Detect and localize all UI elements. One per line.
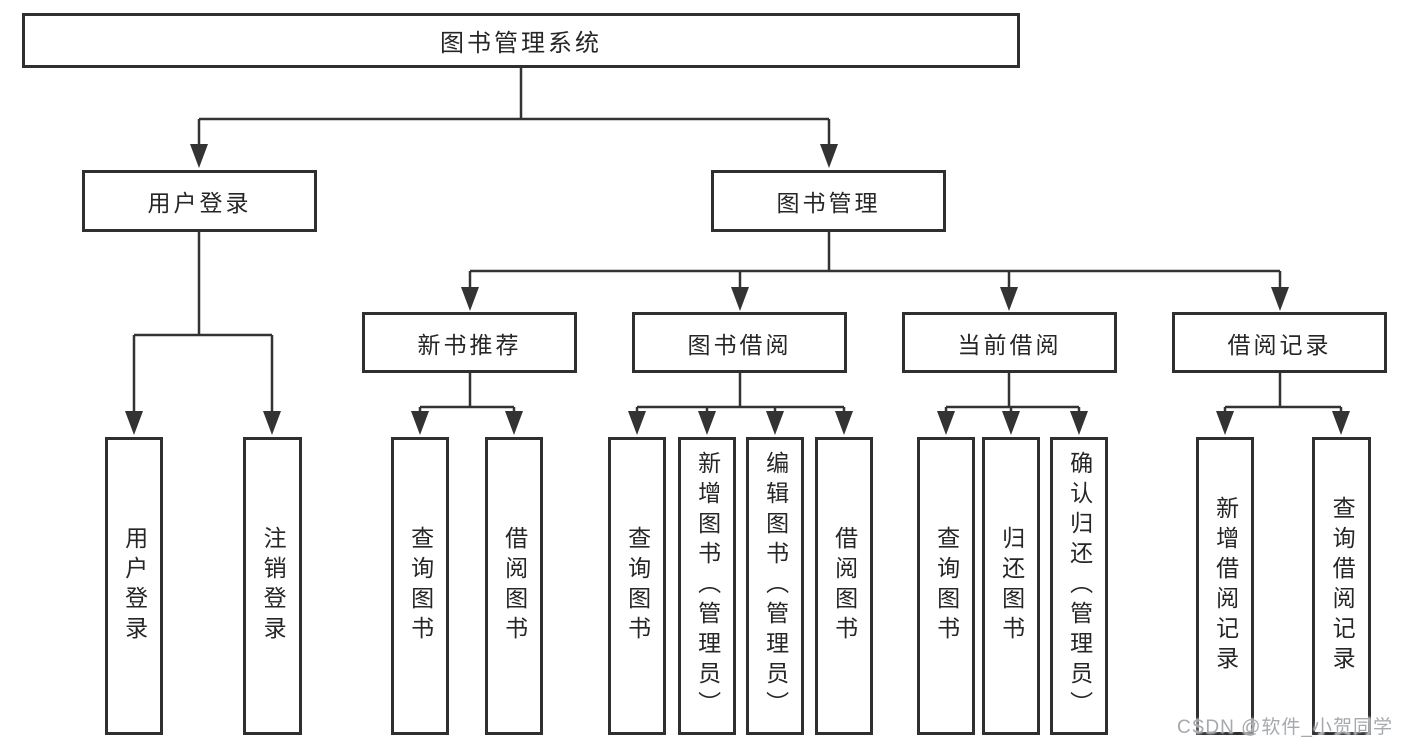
node-borrowing-records: 借阅记录 (1172, 312, 1387, 373)
node-book-borrowing: 图书借阅 (632, 312, 847, 373)
connector-root-to-level2 (197, 68, 831, 148)
node-root: 图书管理系统 (22, 13, 1020, 68)
leaf-current-confirm-return-admin: 确认归还（管理员） (1050, 437, 1108, 735)
node-current-borrowing-label: 当前借阅 (957, 331, 1062, 358)
leaf-user-login: 用户登录 (105, 437, 163, 735)
leaf-newbooks-query-books-label: 查询图书 (407, 526, 434, 646)
leaf-borrow-borrow-books: 借阅图书 (815, 437, 873, 735)
arrowhead (1216, 411, 1234, 435)
arrowhead (1271, 287, 1289, 311)
arrowhead (1002, 411, 1020, 435)
leaf-current-return-books-label: 归还图书 (998, 526, 1025, 646)
leaf-newbooks-borrow-books: 借阅图书 (485, 437, 543, 735)
leaf-records-add-borrow-record-label: 新增借阅记录 (1212, 496, 1239, 676)
arrowhead (125, 411, 143, 435)
arrowhead (1000, 287, 1018, 311)
leaf-current-query-books: 查询图书 (917, 437, 975, 735)
leaf-newbooks-query-books: 查询图书 (391, 437, 449, 735)
node-new-book-recommendation-label: 新书推荐 (417, 331, 522, 358)
connector-records-children (1223, 373, 1343, 416)
leaf-records-query-borrow-record-label: 查询借阅记录 (1329, 496, 1356, 676)
watermark-text: CSDN @软件_小贺同学 (1177, 717, 1393, 738)
node-book-management: 图书管理 (711, 170, 946, 232)
leaf-current-query-books-label: 查询图书 (933, 526, 960, 646)
leaf-logout-login: 注销登录 (243, 437, 302, 735)
arrowhead (628, 411, 646, 435)
connector-new-books-children (418, 373, 516, 416)
arrowhead (1070, 411, 1088, 435)
leaf-newbooks-borrow-books-label: 借阅图书 (501, 526, 528, 646)
node-current-borrowing: 当前借阅 (902, 312, 1117, 373)
connector-user-login-children (132, 232, 274, 416)
node-book-management-label: 图书管理 (776, 190, 881, 216)
node-user-login: 用户登录 (82, 170, 317, 232)
leaf-borrow-edit-books-admin-label: 编辑图书（管理员） (762, 451, 789, 721)
arrowhead (263, 411, 281, 435)
node-root-label: 图书管理系统 (440, 30, 602, 57)
arrowhead (698, 411, 716, 435)
connector-book-borrow-children (635, 373, 846, 416)
arrowhead (766, 411, 784, 435)
leaf-borrow-borrow-books-label: 借阅图书 (831, 526, 858, 646)
arrowhead (820, 144, 838, 168)
arrowhead (411, 411, 429, 435)
leaf-records-add-borrow-record: 新增借阅记录 (1196, 437, 1254, 735)
arrowhead (505, 411, 523, 435)
leaf-records-query-borrow-record: 查询借阅记录 (1312, 437, 1371, 735)
leaf-borrow-query-books: 查询图书 (608, 437, 666, 735)
leaf-borrow-edit-books-admin: 编辑图书（管理员） (746, 437, 804, 735)
arrowhead (937, 411, 955, 435)
arrowheads (125, 144, 1350, 435)
leaf-borrow-query-books-label: 查询图书 (624, 526, 651, 646)
arrowhead (190, 144, 208, 168)
node-user-login-label: 用户登录 (147, 190, 252, 216)
connector-book-mgmt-children (468, 232, 1282, 292)
connector-segments (132, 68, 1343, 416)
leaf-current-return-books: 归还图书 (982, 437, 1040, 735)
arrowhead (835, 411, 853, 435)
leaf-logout-login-label: 注销登录 (260, 526, 287, 646)
leaf-borrow-add-books-admin: 新增图书（管理员） (678, 437, 736, 735)
node-new-book-recommendation: 新书推荐 (362, 312, 577, 373)
node-book-borrowing-label: 图书借阅 (687, 331, 792, 358)
arrowhead (461, 287, 479, 311)
leaf-user-login-label: 用户登录 (121, 526, 148, 646)
arrowhead (731, 287, 749, 311)
leaf-borrow-add-books-admin-label: 新增图书（管理员） (694, 451, 721, 721)
arrowhead (1332, 411, 1350, 435)
node-borrowing-records-label: 借阅记录 (1227, 331, 1332, 358)
connector-current-borrow-children (944, 373, 1081, 416)
leaf-current-confirm-return-admin-label: 确认归还（管理员） (1066, 451, 1093, 721)
